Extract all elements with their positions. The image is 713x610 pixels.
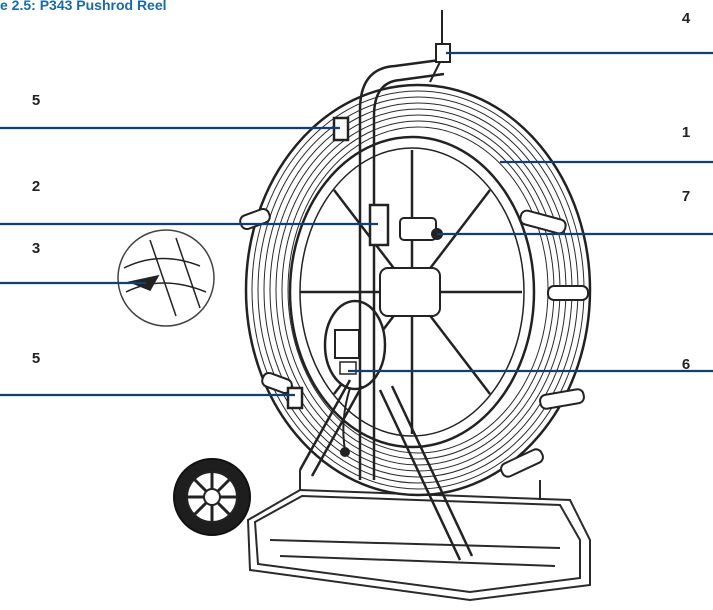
hub-housing xyxy=(323,267,441,391)
leader-lines xyxy=(0,51,713,397)
frame-base xyxy=(246,470,591,602)
callout-number-4: 4 xyxy=(681,10,691,27)
connector xyxy=(399,217,443,241)
callout-number-2: 2 xyxy=(31,178,41,195)
callout-number-3: 3 xyxy=(31,240,41,257)
figure-title: e 2.5: P343 Pushrod Reel xyxy=(0,0,167,13)
rod-guide xyxy=(429,10,451,83)
cable xyxy=(340,387,351,457)
transport-wheel xyxy=(173,458,251,536)
frame-handle xyxy=(286,58,474,561)
callout-number-7: 7 xyxy=(681,188,691,205)
callout-number-5a: 5 xyxy=(31,92,41,109)
callout-number-6: 6 xyxy=(681,356,691,373)
detail-inset xyxy=(117,229,215,327)
callout-number-1: 1 xyxy=(681,124,691,141)
callout-number-5b: 5 xyxy=(31,350,41,367)
